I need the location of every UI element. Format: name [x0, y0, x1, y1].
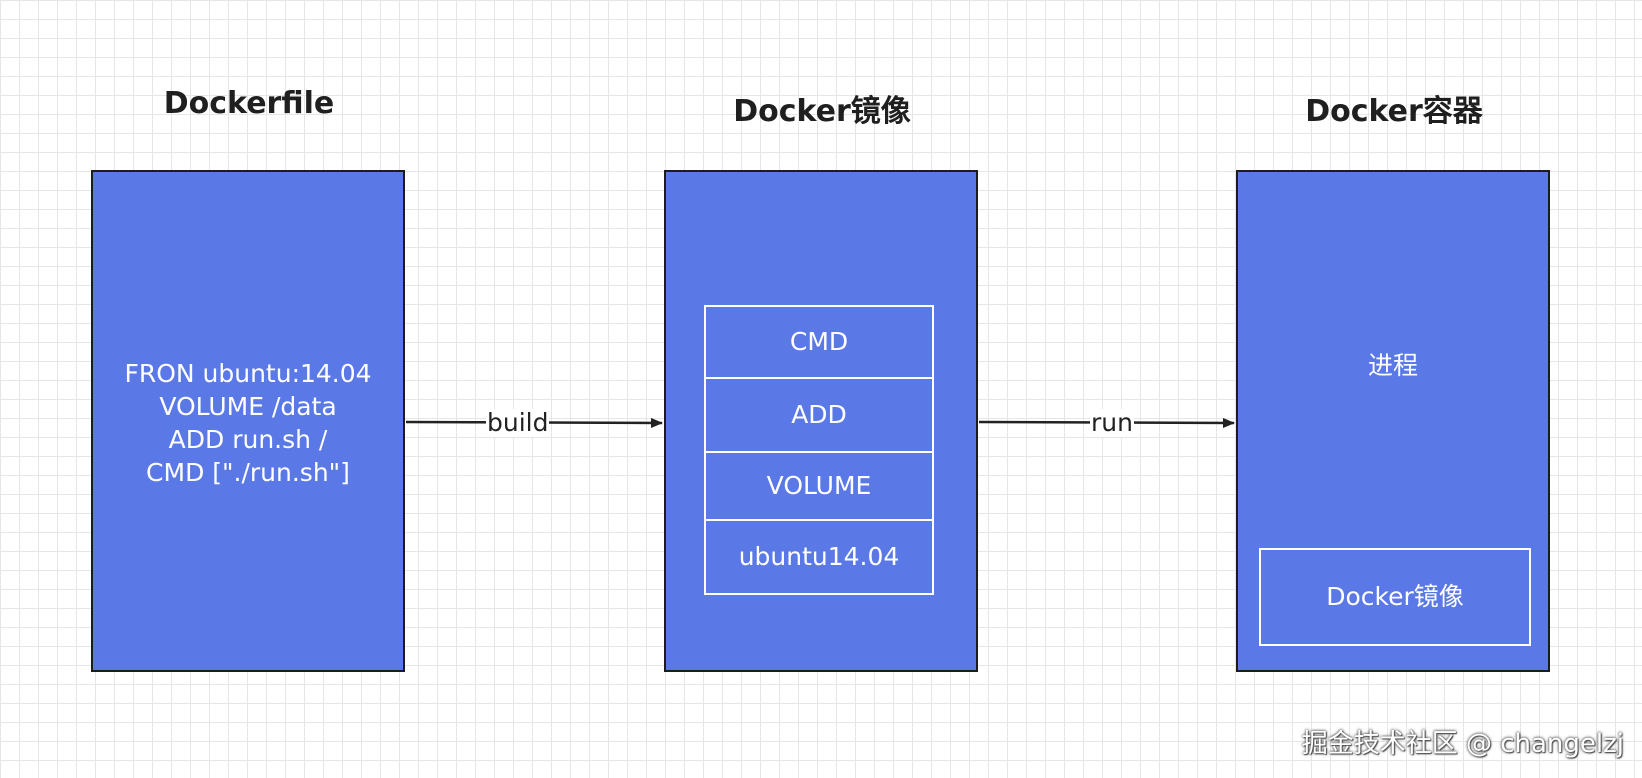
docker-container-block: 进程 Docker镜像 [1236, 170, 1550, 672]
dockerfile-line-cmd: CMD ["./run.sh"] [146, 458, 350, 487]
layer-ubuntu: ubuntu14.04 [738, 542, 900, 571]
dockerfile-line-add: ADD run.sh / [168, 425, 328, 454]
dockerfile-line-volume: VOLUME /data [159, 392, 337, 421]
build-label: build [486, 408, 550, 437]
layer-cmd: CMD [706, 307, 932, 379]
layer-volume: VOLUME [706, 453, 932, 521]
docker-image-block: CMD ADD VOLUME ubuntu14.04 [664, 170, 978, 672]
image-layer-stack: CMD ADD VOLUME ubuntu14.04 [704, 305, 934, 595]
watermark: 掘金技术社区 @ changelzj [1301, 729, 1624, 759]
container-image-box: Docker镜像 [1259, 548, 1531, 646]
docker-container-title: Docker容器 [1305, 94, 1483, 129]
dockerfile-block: FRON ubuntu:14.04 VOLUME /data ADD run.s… [91, 170, 405, 672]
dockerfile-title: Dockerfile [163, 86, 335, 121]
layer-add: ADD [706, 379, 932, 453]
dockerfile-content: FRON ubuntu:14.04 VOLUME /data ADD run.s… [93, 357, 403, 489]
process-label: 进程 [1367, 351, 1418, 380]
docker-image-title: Docker镜像 [733, 94, 911, 129]
dockerfile-line-from: FRON ubuntu:14.04 [124, 359, 372, 388]
run-label: run [1090, 408, 1134, 437]
